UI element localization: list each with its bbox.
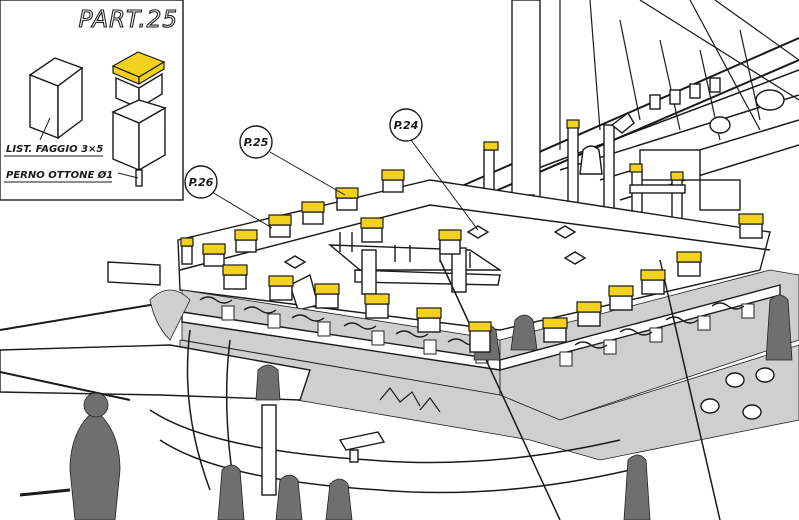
post — [629, 163, 643, 173]
post — [566, 119, 580, 129]
part-title: PART.25 — [79, 7, 178, 33]
post — [314, 283, 340, 309]
post — [542, 317, 568, 343]
post — [676, 251, 702, 277]
strip-label: LIST. FAGGIO 3×5 — [6, 144, 103, 155]
post — [268, 214, 292, 238]
post — [202, 243, 226, 267]
balustrade-left — [181, 289, 501, 396]
highlighted-rail-posts — [180, 119, 764, 353]
beech-strip-block — [28, 57, 84, 140]
upper-deck-fittings — [639, 77, 785, 211]
post — [335, 187, 359, 211]
post — [576, 301, 602, 327]
post — [360, 217, 384, 243]
post — [234, 229, 258, 253]
post — [416, 307, 442, 333]
callout-p25: P.25 — [239, 125, 346, 196]
head-beam — [0, 259, 721, 520]
post — [608, 285, 634, 311]
post — [738, 213, 764, 239]
post — [438, 229, 462, 255]
post — [670, 171, 684, 181]
post — [381, 169, 405, 193]
post — [268, 275, 294, 301]
callout-label: P.25 — [244, 136, 269, 149]
post — [222, 264, 248, 290]
callout-p24: P.24 — [389, 108, 479, 231]
post — [468, 321, 492, 353]
assembled-post — [111, 51, 167, 187]
post — [364, 293, 390, 319]
post — [301, 201, 325, 225]
part-inset-panel: PART.25 LIST. FAGGIO 3×5 PERNO OTTONE Ø1 — [0, 0, 184, 201]
post — [640, 269, 666, 295]
post — [180, 237, 194, 265]
callout-p26: P.26 — [184, 165, 273, 229]
balustrade-right — [499, 269, 799, 421]
callout-label: P.26 — [189, 176, 214, 189]
deck-small-blocks — [283, 225, 587, 269]
pin-label: PERNO OTTONE Ø1 — [6, 169, 113, 181]
hull-carving-band — [179, 339, 799, 461]
post — [483, 141, 499, 151]
callout-label: P.24 — [394, 119, 419, 132]
